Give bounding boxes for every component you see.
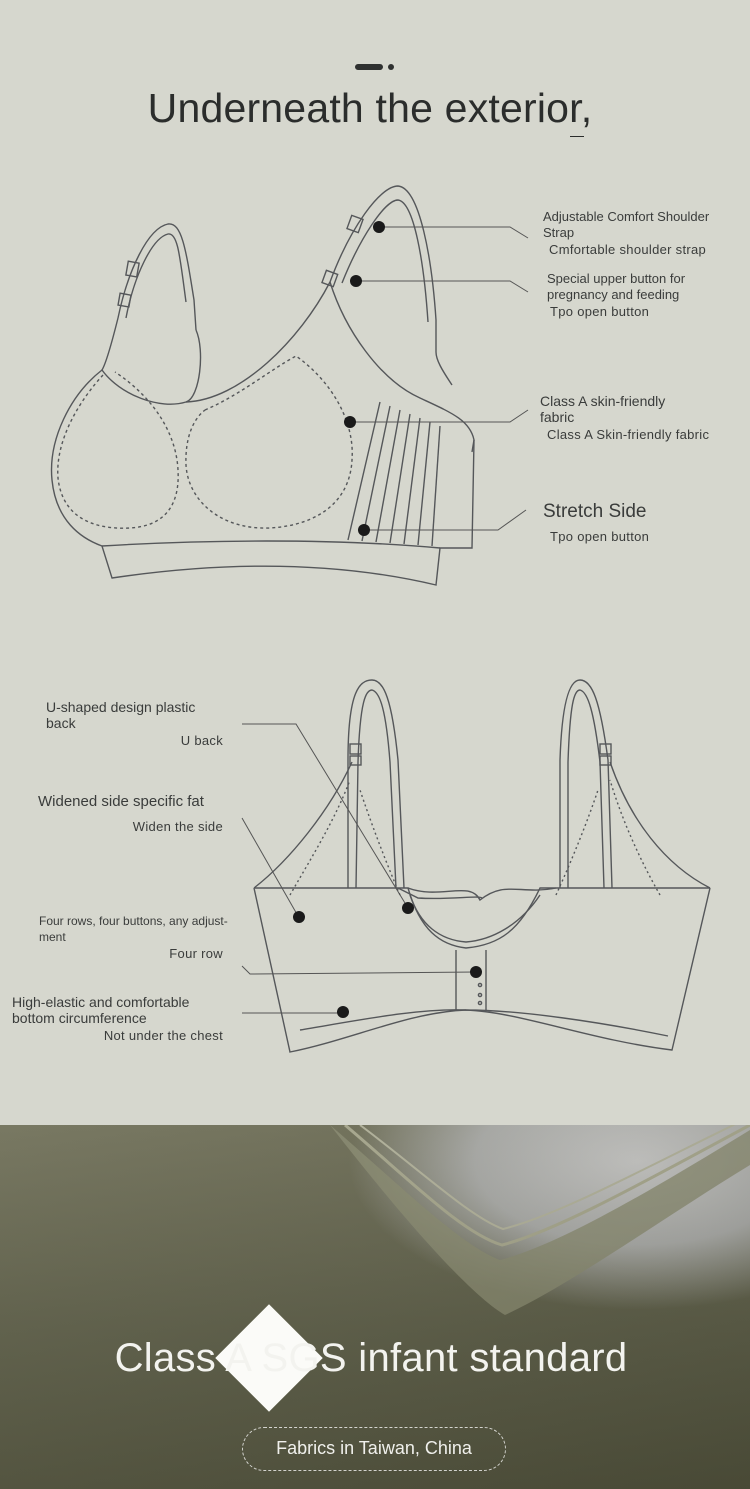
callout-dot-side bbox=[358, 524, 370, 536]
back-view-drawing bbox=[241, 679, 711, 1053]
sublabel-bottom-band: Not under the chest bbox=[103, 1028, 223, 1043]
fabric-photo bbox=[0, 1125, 750, 1489]
callout-dot-u-back bbox=[402, 902, 414, 914]
label-four-rows: Four rows, four buttons, any adjust-ment bbox=[39, 914, 228, 944]
sublabel-fabric: Class A Skin-friendly fabric bbox=[547, 427, 710, 442]
label-widened-side: Widened side specific fat bbox=[38, 793, 204, 810]
sublabel-shoulder-strap: Cmfortable shoulder strap bbox=[549, 242, 707, 257]
bra-diagram bbox=[50, 185, 711, 1053]
callout-dot-side bbox=[293, 911, 305, 923]
sublabel-widened-side: Widen the side bbox=[132, 819, 223, 834]
title-underline bbox=[570, 136, 584, 137]
label-upper-button: Special upper button for pregnancy and f… bbox=[547, 271, 686, 302]
callout-dot-button bbox=[350, 275, 362, 287]
label-u-back: U-shaped design plastic back bbox=[46, 699, 196, 731]
sublabel-upper-button: Tpo open button bbox=[550, 304, 650, 319]
stretch-side-ribs bbox=[347, 401, 441, 547]
label-bottom-band: High-elastic and comfortable bottom circ… bbox=[12, 994, 190, 1026]
callout-dot-band bbox=[337, 1006, 349, 1018]
sublabel-stretch-side: Tpo open button bbox=[550, 529, 650, 544]
decoration-dot bbox=[388, 64, 394, 70]
label-stretch-side: Stretch Side bbox=[543, 501, 647, 522]
photo-shading bbox=[0, 1125, 750, 1489]
callout-dot-strap bbox=[373, 221, 385, 233]
label-fabric: Class A skin-friendly fabric bbox=[540, 393, 666, 425]
origin-badge bbox=[242, 1427, 506, 1471]
photo-title: Class A SGS infant standard bbox=[114, 1336, 628, 1380]
fabric-edge-illustration bbox=[330, 1125, 750, 1315]
decoration-dash bbox=[355, 64, 383, 70]
callout-dot-fabric bbox=[344, 416, 356, 428]
label-shoulder-strap: Adjustable Comfort Shoulder Strap bbox=[543, 209, 710, 240]
origin-badge-text: Fabrics in Taiwan, China bbox=[276, 1438, 472, 1458]
sublabel-u-back: U back bbox=[180, 733, 223, 748]
callout-dot-four-row bbox=[470, 966, 482, 978]
page-title: Underneath the exterior, bbox=[147, 85, 593, 131]
front-view-drawing bbox=[50, 185, 529, 586]
sublabel-four-rows: Four row bbox=[169, 946, 223, 961]
diagram-section bbox=[0, 0, 750, 1125]
